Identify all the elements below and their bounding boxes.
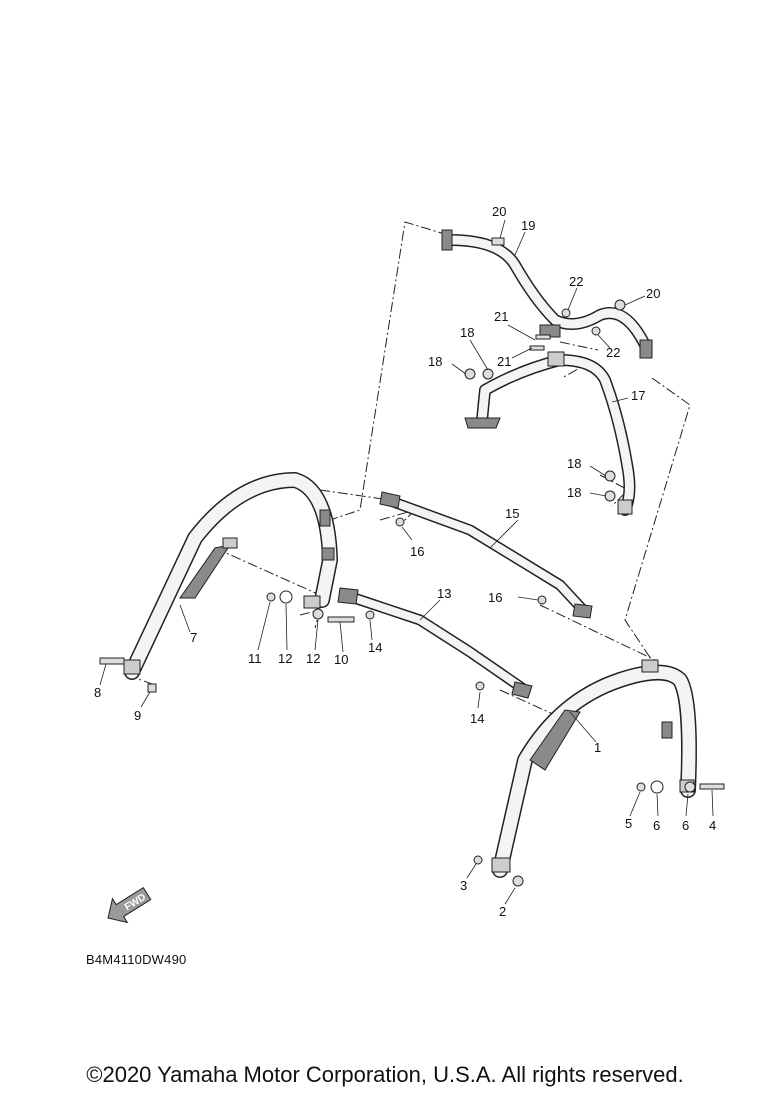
callout-16-b: 16 [488,590,502,605]
callout-12-a: 12 [278,651,292,666]
callout-6-a: 6 [653,818,660,833]
callout-21-b: 21 [497,354,511,369]
part-1-rear-cage [491,659,697,878]
callout-18-c: 18 [567,456,581,471]
leader-lines [99,219,714,905]
callout-labels: 20 19 22 20 21 21 22 18 18 17 18 18 15 1… [94,204,716,919]
callout-8: 8 [94,685,101,700]
callout-2: 2 [499,904,506,919]
callout-1: 1 [594,740,601,755]
callout-19: 19 [521,218,535,233]
callout-12-b: 12 [306,651,320,666]
part-19-upper-tube [441,229,653,359]
callout-20-b: 20 [646,286,660,301]
callout-15: 15 [505,506,519,521]
callout-3: 3 [460,878,467,893]
callout-7: 7 [190,630,197,645]
callout-4: 4 [709,818,716,833]
callout-20-a: 20 [492,204,506,219]
callout-17: 17 [631,388,645,403]
callout-16-a: 16 [410,544,424,559]
callout-14-a: 14 [368,640,382,655]
part-15-upper-crossbar [379,491,593,619]
callout-22-b: 22 [606,345,620,360]
part-17-support-tube [464,351,636,516]
callout-22-a: 22 [569,274,583,289]
callout-14-b: 14 [470,711,484,726]
callout-10: 10 [334,652,348,667]
part-13-lower-crossbar [337,587,533,699]
callout-11: 11 [248,651,262,666]
callout-18-b: 18 [428,354,442,369]
callout-21-a: 21 [494,309,508,324]
diagram-code: B4M4110DW490 [86,952,187,967]
part-7-front-cage [123,472,338,680]
callout-5: 5 [625,816,632,831]
callout-9: 9 [134,708,141,723]
fwd-arrow-icon: FWD [107,886,152,924]
callout-18-a: 18 [460,325,474,340]
fasteners [99,237,725,887]
callout-18-d: 18 [567,485,581,500]
copyright-notice: ©2020 Yamaha Motor Corporation, U.S.A. A… [86,1062,684,1087]
callout-6-b: 6 [682,818,689,833]
callout-13: 13 [437,586,451,601]
